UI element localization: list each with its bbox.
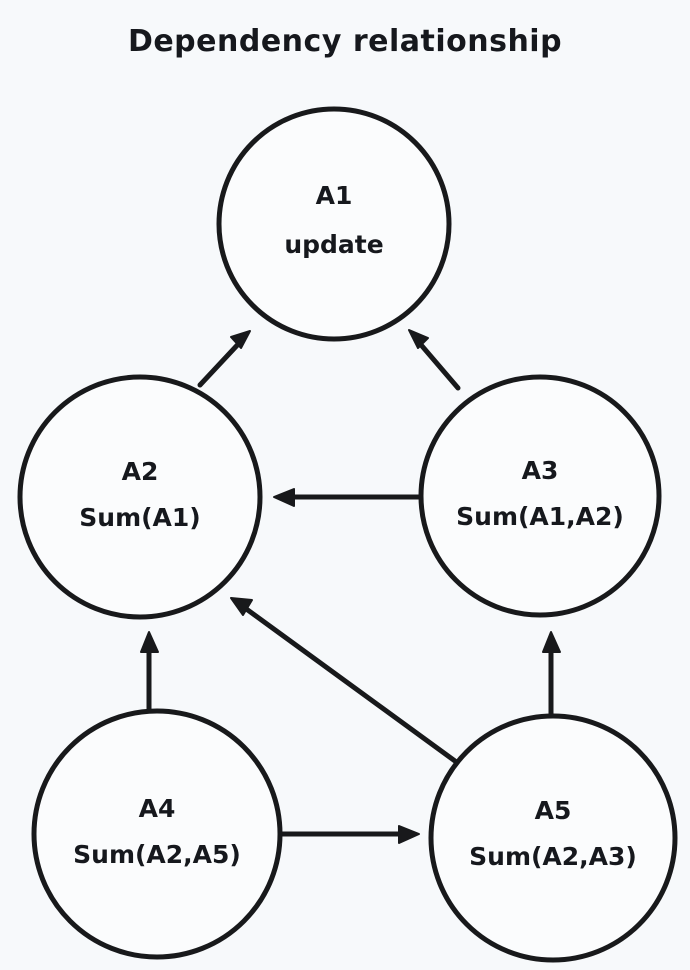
node-a5-circle <box>428 713 678 963</box>
edge-a3-to-a1-line <box>413 336 461 391</box>
edge-a5-to-a2-line <box>242 605 458 764</box>
node-a5[interactable]: A5 Sum(A2,A3) <box>428 713 678 963</box>
node-a1-formula: update <box>284 230 383 259</box>
edge-a2-to-a1-line <box>197 336 246 388</box>
node-a4-name: A4 <box>139 794 176 823</box>
node-a3-name: A3 <box>522 456 559 485</box>
edge-a5-to-a2[interactable] <box>230 597 458 764</box>
edge-a3-to-a1[interactable] <box>408 329 461 391</box>
edge-a4-to-a2-arrowhead <box>140 631 159 653</box>
edge-a4-to-a5-arrowhead <box>398 825 420 844</box>
node-a4-circle <box>31 708 283 960</box>
node-a4[interactable]: A4 Sum(A2,A5) <box>31 708 283 960</box>
edge-a4-to-a5[interactable] <box>278 825 420 844</box>
node-a2-circle <box>17 374 263 620</box>
page-title: Dependency relationship <box>127 24 563 59</box>
node-a2-formula: Sum(A1) <box>79 503 200 532</box>
node-a1[interactable]: A1 update <box>216 106 452 342</box>
node-a1-circle <box>216 106 452 342</box>
edge-a3-to-a1-arrowhead <box>408 329 429 349</box>
edge-a3-to-a2-arrowhead <box>273 488 295 507</box>
edge-a5-to-a2-arrowhead <box>230 597 253 616</box>
edge-a5-to-a3[interactable] <box>542 631 561 717</box>
edge-a4-to-a2[interactable] <box>140 631 159 715</box>
edge-a2-to-a1[interactable] <box>197 330 251 388</box>
node-a2-name: A2 <box>122 457 159 486</box>
edge-a3-to-a2[interactable] <box>273 488 423 507</box>
node-a3-formula: Sum(A1,A2) <box>456 502 624 531</box>
node-a2[interactable]: A2 Sum(A1) <box>17 374 263 620</box>
node-a4-formula: Sum(A2,A5) <box>73 840 241 869</box>
node-a1-name: A1 <box>316 181 353 210</box>
node-a3-circle <box>418 374 662 618</box>
edge-a2-to-a1-arrowhead <box>230 330 251 349</box>
node-a5-formula: Sum(A2,A3) <box>469 842 637 871</box>
node-a5-name: A5 <box>535 796 572 825</box>
node-a3[interactable]: A3 Sum(A1,A2) <box>418 374 662 618</box>
edge-a5-to-a3-arrowhead <box>542 631 561 653</box>
